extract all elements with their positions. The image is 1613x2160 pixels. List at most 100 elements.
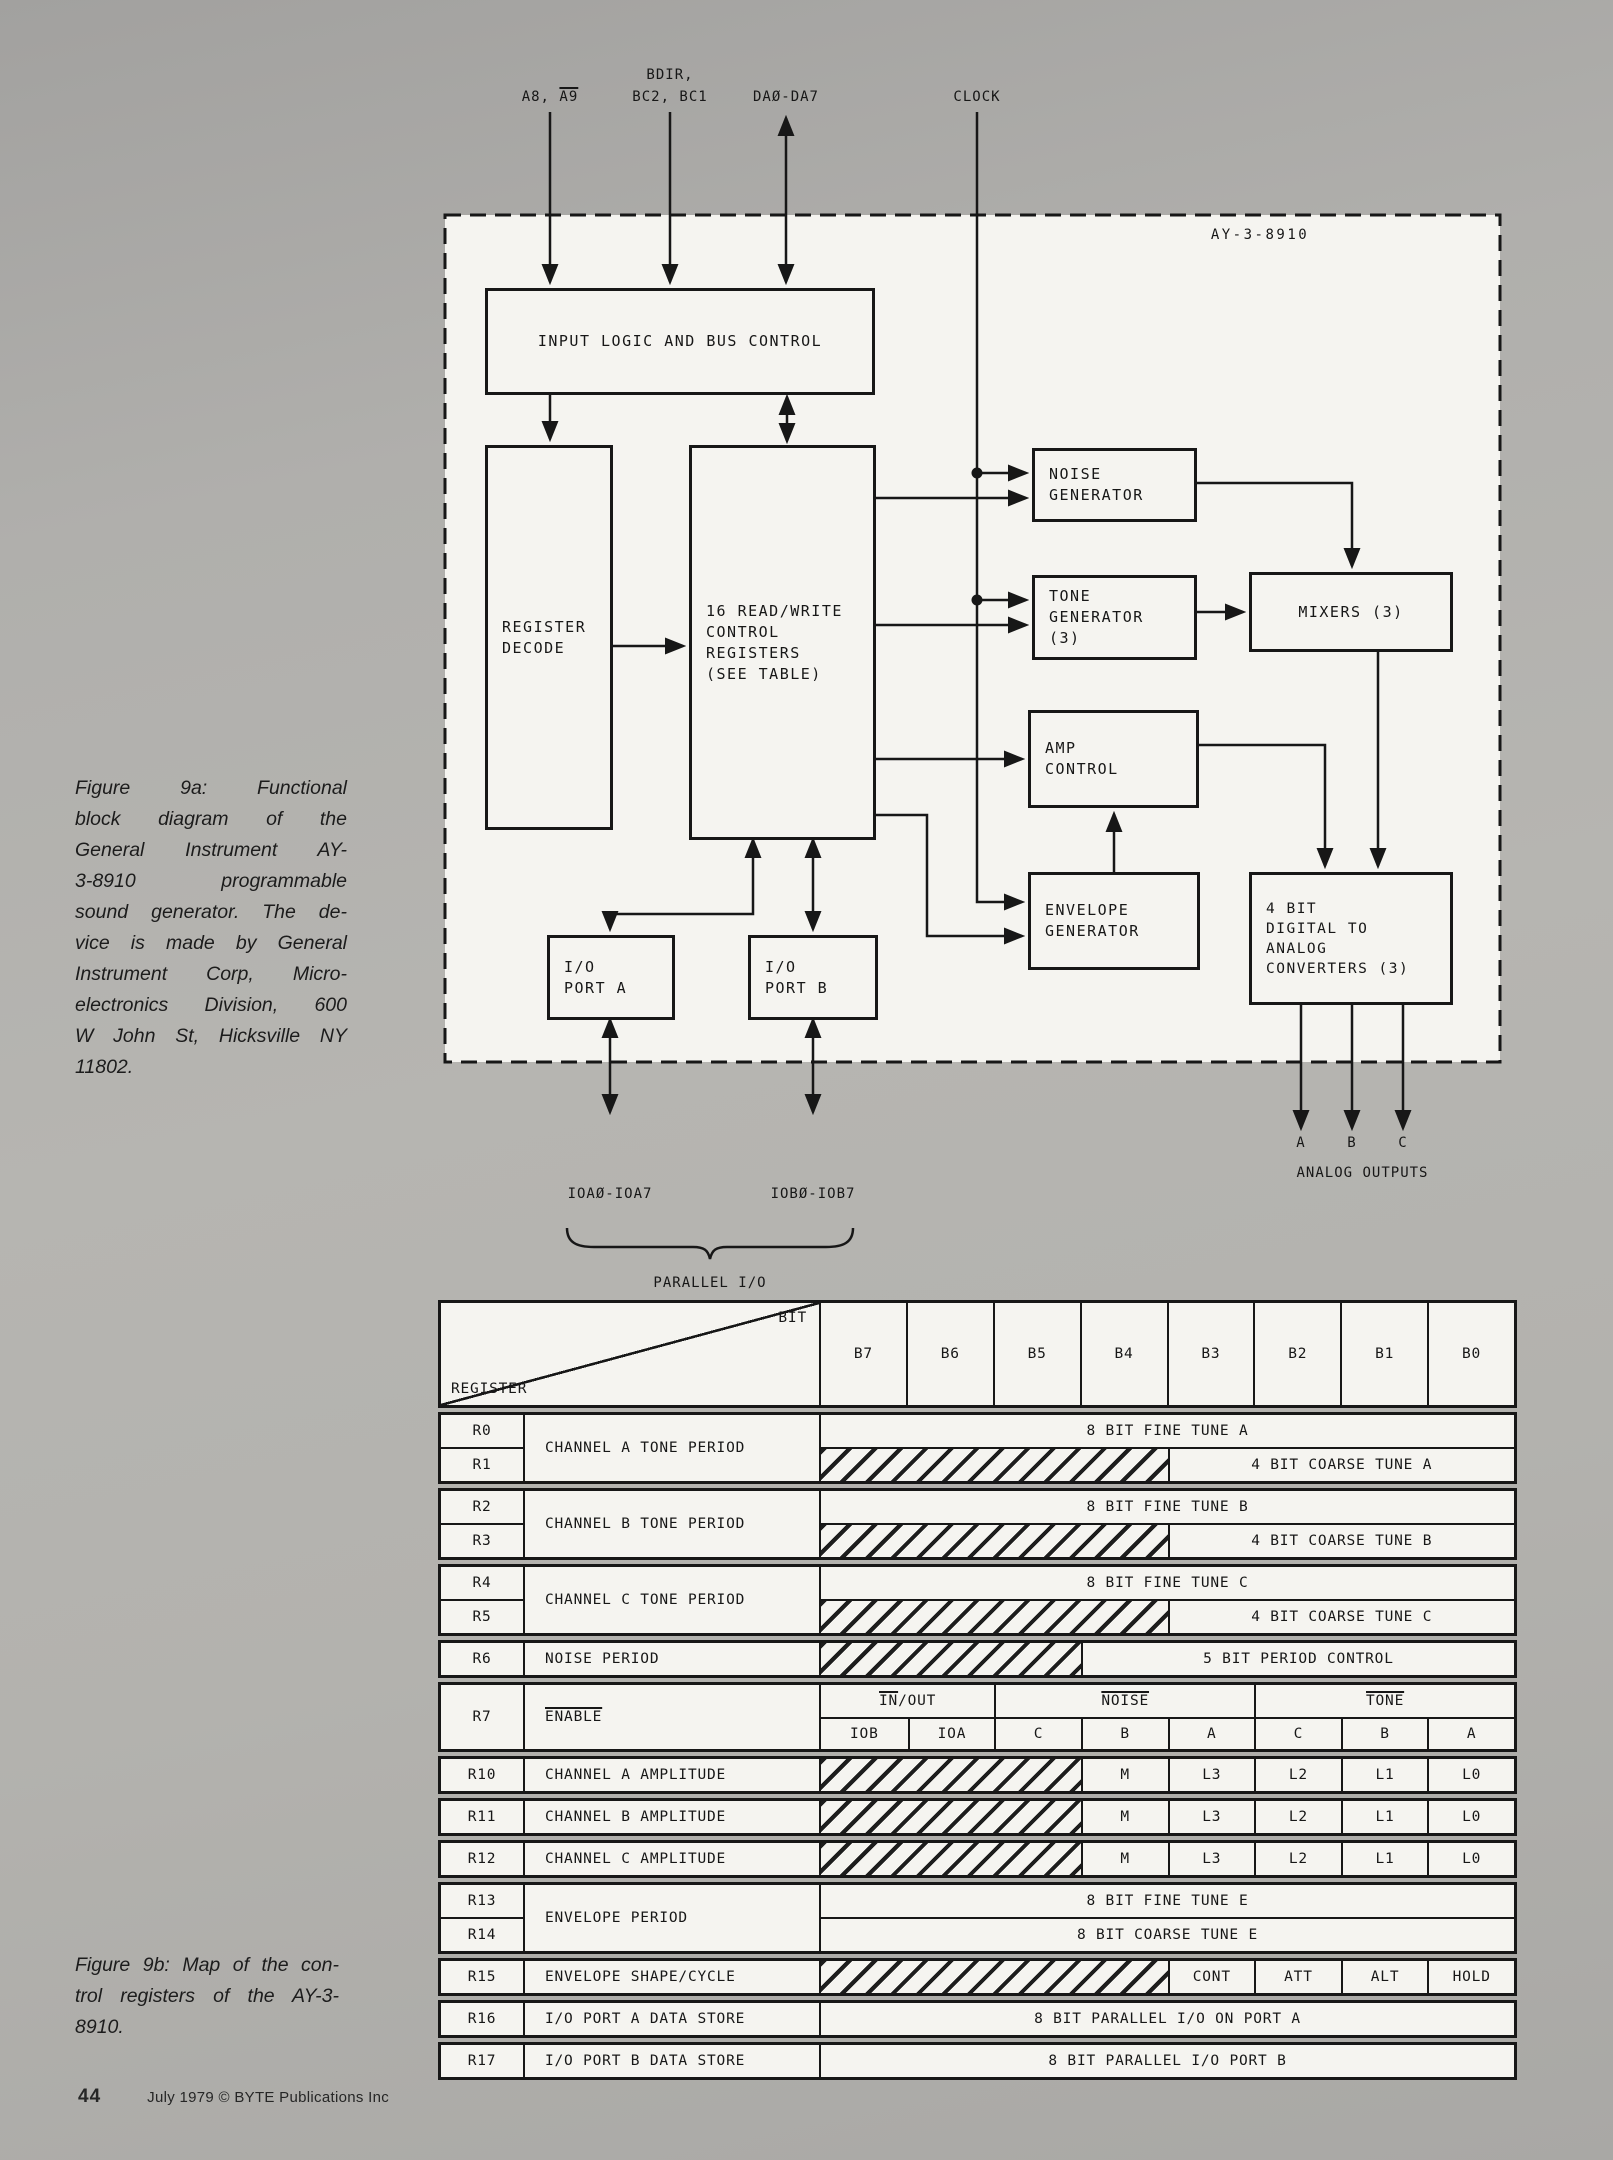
register-name: I/O PORT A DATA STORE	[525, 2003, 821, 2035]
unused-bits-hatch	[821, 1843, 1081, 1875]
header-register-word: REGISTER	[451, 1381, 528, 1397]
block-control-registers: 16 READ/WRITE CONTROL REGISTERS (SEE TAB…	[689, 445, 876, 840]
block-dac-label: 4 BIT DIGITAL TO ANALOG CONVERTERS (3)	[1266, 900, 1410, 977]
noise-overlined: NOISE	[1101, 1693, 1150, 1709]
table-group-r6: R6 NOISE PERIOD 5 BIT PERIOD CONTROL	[438, 1640, 1517, 1678]
register-name-enable: ENABLE	[525, 1685, 821, 1749]
table-group-r11: R11 CHANNEL B AMPLITUDE M L3 L2 L1 L0	[438, 1798, 1517, 1836]
label-ioa-pins: IOAØ-IOA7	[567, 1186, 653, 1202]
bit-column-header: B3	[1166, 1303, 1254, 1405]
inout-rest: /OUT	[898, 1693, 937, 1709]
block-amp-control: AMP CONTROL	[1028, 710, 1199, 808]
register-name: CHANNEL C TONE PERIOD	[525, 1567, 821, 1633]
pin-label-bdir: BDIR, BC2, BC1	[600, 64, 740, 108]
block-register-decode: REGISTER DECODE	[485, 445, 613, 830]
register-id: R10	[467, 1767, 497, 1783]
unused-bits-hatch	[821, 1525, 1168, 1557]
pin-label-a8-a9: A8, A9	[490, 86, 610, 108]
register-id: R2	[472, 1499, 492, 1515]
bitfield: 5 BIT PERIOD CONTROL	[1080, 1643, 1514, 1675]
register-name: NOISE PERIOD	[525, 1643, 821, 1675]
block-amp-control-label: AMP CONTROL	[1045, 739, 1119, 778]
pin-bdir-line1: BDIR,	[646, 67, 694, 83]
bitfield: 8 BIT FINE TUNE A	[1086, 1423, 1249, 1439]
register-id: R1	[441, 1447, 523, 1481]
amp-bit: M	[1080, 1801, 1168, 1833]
register-id: R15	[467, 1969, 497, 1985]
wire-clock	[975, 112, 1026, 911]
block-io-port-b: I/O PORT B	[748, 935, 878, 1020]
register-id: R0	[472, 1423, 492, 1439]
unused-bits-hatch	[821, 1759, 1081, 1791]
enable-group-tone: TONE	[1254, 1685, 1514, 1717]
unused-bits-hatch	[821, 1643, 1081, 1675]
table-group-r17: R17 I/O PORT B DATA STORE 8 BIT PARALLEL…	[438, 2042, 1517, 2080]
amp-bit: L2	[1254, 1759, 1341, 1791]
register-id: R3	[441, 1523, 523, 1557]
block-control-registers-label: 16 READ/WRITE CONTROL REGISTERS (SEE TAB…	[706, 601, 843, 683]
block-dac: 4 BIT DIGITAL TO ANALOG CONVERTERS (3)	[1249, 872, 1453, 1005]
table-group-r15: R15 ENVELOPE SHAPE/CYCLE CONT ATT ALT HO…	[438, 1958, 1517, 1996]
unused-bits-hatch	[821, 1961, 1168, 1993]
register-id: R12	[467, 1851, 497, 1867]
register-id: R6	[472, 1651, 492, 1667]
bitfield: 8 BIT PARALLEL I/O PORT B	[1048, 2053, 1287, 2069]
amp-bit: L0	[1427, 1759, 1514, 1791]
block-tone-generator-label: TONE GENERATOR (3)	[1049, 587, 1144, 647]
amp-bit: L2	[1254, 1843, 1341, 1875]
block-io-port-a: I/O PORT A	[547, 935, 675, 1020]
register-name: ENVELOPE PERIOD	[525, 1885, 821, 1951]
amp-bit: M	[1080, 1843, 1168, 1875]
register-id: R17	[467, 2053, 497, 2069]
block-input-logic: INPUT LOGIC AND BUS CONTROL	[485, 288, 875, 395]
register-name: CHANNEL B AMPLITUDE	[525, 1801, 821, 1833]
label-analog-outputs: ANALOG OUTPUTS	[1296, 1165, 1429, 1181]
amp-bit: L3	[1167, 1801, 1255, 1833]
connector-lines	[541, 112, 1412, 1260]
amp-bit: L3	[1167, 1759, 1255, 1791]
register-name: CHANNEL C AMPLITUDE	[525, 1843, 821, 1875]
bitfield: 8 BIT PARALLEL I/O ON PORT A	[1034, 2011, 1301, 2027]
label-output-b: B	[1347, 1135, 1357, 1151]
block-envelope-generator: ENVELOPE GENERATOR	[1028, 872, 1200, 970]
enable-bit: A	[1167, 1719, 1255, 1749]
label-output-c: C	[1398, 1135, 1408, 1151]
pin-label-databus: DAØ-DA7	[752, 89, 819, 105]
register-name: CHANNEL A TONE PERIOD	[525, 1415, 821, 1481]
bitfield: 8 BIT FINE TUNE E	[1086, 1893, 1249, 1909]
figure9a-caption: Figure 9a: Functional block diagram of t…	[75, 773, 347, 1083]
page-number: 44	[78, 2086, 102, 2107]
unused-bits-hatch	[821, 1449, 1168, 1481]
block-envelope-generator-label: ENVELOPE GENERATOR	[1045, 901, 1140, 940]
block-tone-generator: TONE GENERATOR (3)	[1032, 575, 1197, 660]
register-id: R13	[467, 1893, 497, 1909]
enable-bit: C	[1254, 1719, 1341, 1749]
bit-column-header: B0	[1427, 1303, 1514, 1405]
bit-column-header: B7	[853, 1346, 873, 1362]
enable-overlined: ENABLE	[545, 1709, 603, 1725]
caption-line: block diagram of the	[75, 808, 347, 830]
bit-column-header: B1	[1340, 1303, 1427, 1405]
pin-bdir-line2: BC2, BC1	[632, 89, 708, 105]
caption-line: 8910.	[75, 2016, 124, 2038]
bitfield: 4 BIT COARSE TUNE B	[1167, 1525, 1515, 1557]
amp-bit: L2	[1254, 1801, 1341, 1833]
page-footer: 44 July 1979 © BYTE Publications Inc	[78, 2086, 389, 2108]
amp-bit: L3	[1167, 1843, 1255, 1875]
block-register-decode-label: REGISTER DECODE	[502, 617, 587, 657]
block-io-port-a-label: I/O PORT A	[564, 957, 628, 997]
label-output-a: A	[1296, 1135, 1306, 1151]
table-group-r7: R7 ENABLE IN /OUT NOISE TONE IOB IOA C B…	[438, 1682, 1517, 1752]
caption-line: General Instrument AY-	[75, 839, 347, 861]
caption-line: W John St, Hicksville NY	[75, 1025, 347, 1047]
block-mixers-label: MIXERS (3)	[1298, 602, 1404, 621]
caption-line: 11802.	[75, 1056, 134, 1078]
bitfield: 4 BIT COARSE TUNE A	[1167, 1449, 1515, 1481]
bitfield: 8 BIT COARSE TUNE E	[1076, 1927, 1259, 1943]
unused-bits-hatch	[821, 1601, 1168, 1633]
register-id: R5	[441, 1599, 523, 1633]
